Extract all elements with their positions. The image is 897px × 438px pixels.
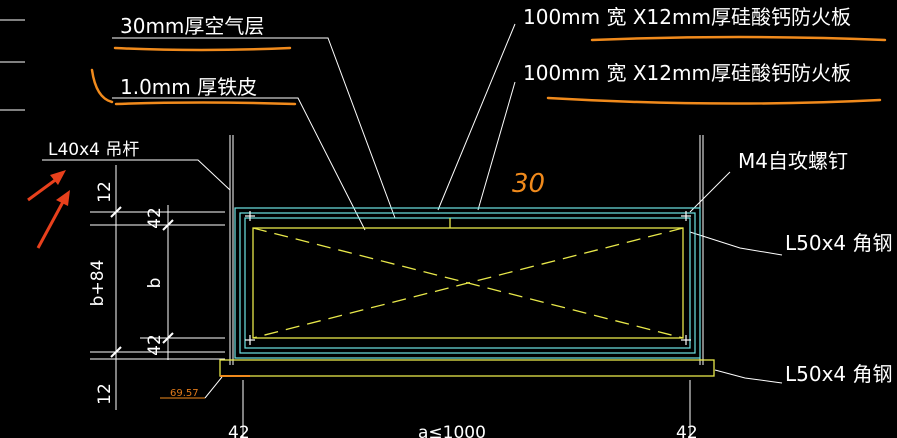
dim-left-top-12: 12: [95, 181, 115, 203]
dim-left-top-42: 42: [145, 207, 165, 229]
screw-marks: [245, 211, 691, 345]
leader-lines: [42, 23, 783, 384]
readout-marker: [220, 375, 250, 377]
label-board-top: 100mm 宽 X12mm厚硅酸钙防火板: [523, 5, 851, 29]
fireproof-board-outline: [234, 207, 701, 359]
left-dimension-chain: [90, 165, 225, 410]
readout-leader: [204, 376, 223, 399]
small-readout: 69.57: [170, 388, 199, 399]
label-hanger: L40x4 吊杆: [48, 140, 139, 160]
dim-bottom-left-42: 42: [228, 423, 250, 438]
label-iron-sheet: 1.0mm 厚铁皮: [120, 75, 257, 99]
label-angle-bottom: L50x4 角钢: [785, 362, 893, 386]
red-arrow-icon: [27, 170, 70, 249]
iron-sheet-duct: [252, 218, 684, 339]
handwritten-30: 30: [512, 169, 545, 199]
dim-left-b: b: [145, 278, 165, 289]
dimension-ticks: [110, 206, 174, 358]
hanger-rods: [229, 135, 704, 438]
left-edge-ticks: [0, 19, 25, 111]
label-angle-top: L50x4 角钢: [785, 231, 893, 255]
label-board-second: 100mm 宽 X12mm厚硅酸钙防火板: [523, 61, 851, 85]
label-air-layer: 30mm厚空气层: [120, 14, 264, 38]
dim-left-bottom-42: 42: [145, 334, 165, 356]
dim-left-total: b+84: [88, 260, 108, 307]
label-screw: M4自攻螺钉: [738, 149, 848, 173]
bottom-angle-steel: [219, 359, 715, 377]
dim-left-bottom-12: 12: [95, 383, 115, 405]
handwritten-underlines: [90, 35, 887, 106]
dim-bottom-a: a≤1000: [418, 423, 486, 438]
dim-bottom-right-42: 42: [676, 423, 698, 438]
